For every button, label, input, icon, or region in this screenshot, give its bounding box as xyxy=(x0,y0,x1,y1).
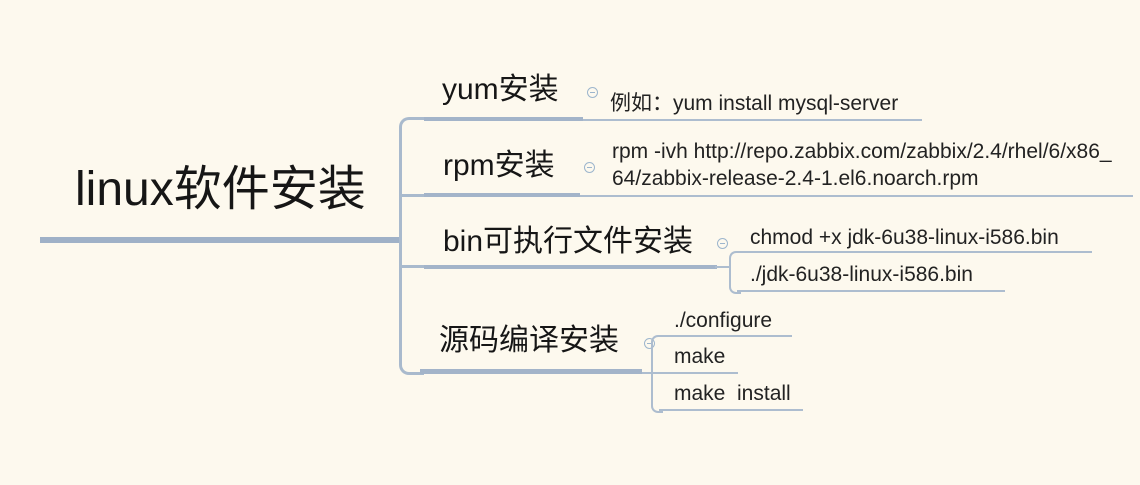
child-underline xyxy=(659,409,803,411)
connector-vertical xyxy=(399,128,402,364)
child-underline xyxy=(580,195,1133,197)
child-node-yum-example[interactable]: 例如：yum install mysql-server xyxy=(610,92,899,115)
collapse-minus-icon[interactable] xyxy=(717,238,728,249)
child-node-chmod[interactable]: chmod +x jdk-6u38-linux-i586.bin xyxy=(750,226,1059,249)
minus-glyph xyxy=(587,166,592,169)
child-underline xyxy=(642,372,738,374)
bin-bracket-corner-top xyxy=(729,251,741,263)
collapse-minus-icon[interactable] xyxy=(584,162,595,173)
child-underline xyxy=(737,290,1005,292)
branch-underline-source xyxy=(420,369,642,374)
child-node-rpm-command[interactable]: rpm -ivh http://repo.zabbix.com/zabbix/2… xyxy=(612,140,1112,190)
child-underline xyxy=(583,119,922,121)
child-node-run-jdk[interactable]: ./jdk-6u38-linux-i586.bin xyxy=(750,263,973,286)
child-underline xyxy=(659,335,792,337)
bin-bracket-corner-bottom xyxy=(729,283,741,294)
root-node-label[interactable]: linux软件安装 xyxy=(75,163,366,216)
branch-node-rpm[interactable]: rpm安装 xyxy=(443,149,555,182)
collapse-minus-icon[interactable] xyxy=(587,87,598,98)
root-node-underline xyxy=(40,237,401,243)
child-node-configure[interactable]: ./configure xyxy=(674,309,773,332)
child-underline xyxy=(737,251,1092,253)
source-bracket-corner-bottom xyxy=(651,401,663,413)
minus-glyph xyxy=(647,342,652,345)
connector-stub-bin-children xyxy=(715,266,731,268)
connector-stub-rpm xyxy=(402,194,424,197)
child-node-make[interactable]: make xyxy=(674,345,726,368)
branch-underline-rpm xyxy=(424,193,580,197)
connector-corner-top xyxy=(399,117,428,134)
branch-node-bin[interactable]: bin可执行文件安装 xyxy=(443,225,694,258)
connector-stub-bin xyxy=(402,265,424,268)
bin-bracket-vertical xyxy=(729,259,731,285)
branch-node-source[interactable]: 源码编译安装 xyxy=(439,324,619,357)
source-bracket-corner-top xyxy=(651,335,663,347)
branch-node-yum[interactable]: yum安装 xyxy=(442,73,559,106)
child-node-make-install[interactable]: make install xyxy=(674,382,791,405)
branch-underline-bin xyxy=(424,265,717,269)
branch-underline-yum xyxy=(424,117,583,121)
minus-glyph xyxy=(590,91,595,94)
connector-corner-bottom xyxy=(399,358,424,375)
minus-glyph xyxy=(720,242,725,245)
